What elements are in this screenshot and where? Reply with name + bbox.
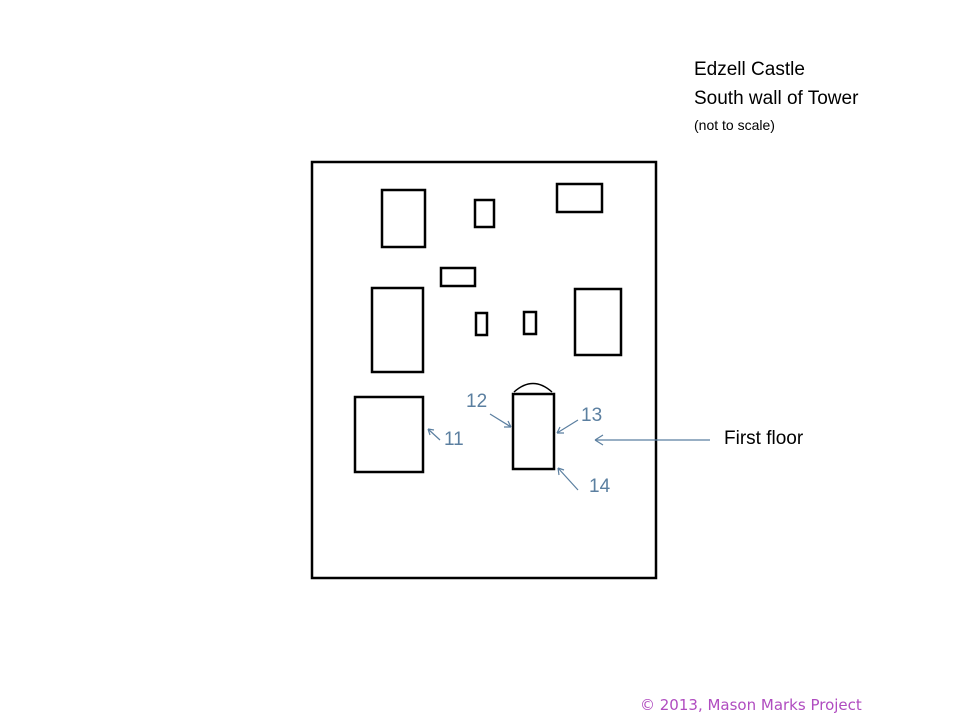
arrow-12: [489, 413, 512, 428]
window: [473, 198, 496, 229]
diagram-title: Edzell Castle: [694, 59, 805, 80]
copyright: © 2013, Mason Marks Project: [640, 696, 862, 714]
label-12: 12: [466, 391, 488, 412]
tower-wall-outline: [310, 160, 658, 580]
window-11: [353, 395, 425, 474]
arrow-first-floor: [594, 434, 710, 446]
arrow-14: [557, 467, 579, 491]
window: [370, 286, 425, 374]
window: [573, 287, 623, 357]
window: [474, 311, 489, 337]
label-14: 14: [589, 476, 611, 497]
door-arch: [513, 382, 553, 393]
window: [555, 182, 604, 214]
label-11: 11: [444, 429, 464, 450]
window: [439, 266, 477, 288]
label-13: 13: [581, 405, 603, 426]
window: [380, 188, 427, 249]
first-floor-label: First floor: [724, 428, 804, 449]
scale-note: (not to scale): [694, 117, 775, 133]
doorway: [511, 392, 556, 471]
diagram-subtitle: South wall of Tower: [694, 88, 859, 109]
arrow-13: [556, 419, 579, 434]
window: [522, 310, 538, 336]
arrow-11: [427, 428, 441, 441]
